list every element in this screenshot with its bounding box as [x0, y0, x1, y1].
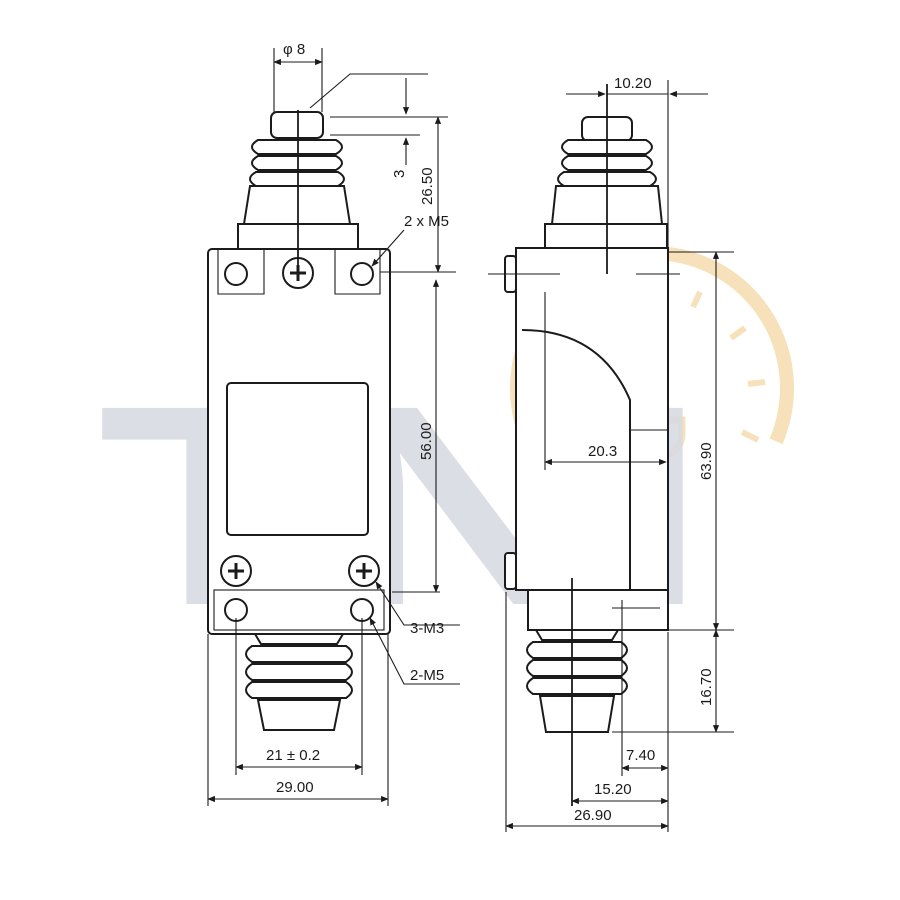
dim-width-29: 29.00 [207, 634, 389, 806]
front-view: φ 8 3 26.50 56.00 2 x M5 3-M3 [207, 41, 460, 806]
front-bottom-boot [245, 633, 353, 731]
dim-hole-spacing-label: 21 ± 0.2 [266, 747, 320, 764]
dim-side-bottom-height: 16.70 [612, 629, 734, 733]
front-hole-top-right [350, 262, 374, 286]
dim-height-26-50: 26.50 [380, 116, 456, 273]
dim-side-width-label: 26.90 [574, 807, 612, 824]
dim-side-d1-label: 7.40 [626, 747, 655, 764]
dim-stroke-3: 3 [309, 73, 448, 178]
dim-side-top-width: 10.20 [566, 75, 708, 248]
dim-phi8: φ 8 [273, 41, 323, 112]
dim-body-height-label: 56.00 [418, 422, 435, 460]
dim-side-top-width-label: 10.20 [614, 75, 652, 92]
dim-hole-spacing: 21 ± 0.2 [235, 618, 363, 775]
side-body [504, 247, 669, 631]
dim-side-inner: 20.3 [544, 292, 667, 470]
callout-screws-label: 3-M3 [410, 620, 444, 637]
dim-width-front-label: 29.00 [276, 779, 314, 796]
dim-height-top-label: 26.50 [419, 167, 436, 205]
front-hole-top-left [224, 262, 248, 286]
callout-top-holes-label: 2 x M5 [404, 213, 449, 230]
dim-side-inner-label: 20.3 [588, 443, 617, 460]
dim-side-height: 63.90 [668, 251, 734, 631]
side-plunger [544, 116, 668, 249]
callout-3-M3: 3-M3 [375, 581, 460, 637]
dim-side-height-label: 63.90 [698, 442, 715, 480]
dim-side-bottom-height-label: 16.70 [698, 668, 715, 706]
dim-side-width: 26.90 [505, 592, 669, 832]
callout-2xM5: 2 x M5 [371, 213, 449, 267]
callout-bottom-holes-label: 2-M5 [410, 667, 444, 684]
side-view: 10.20 20.3 63.90 16.70 7.40 15.20 [488, 75, 734, 832]
front-hole-bottom-right [350, 598, 374, 622]
front-hole-bottom-left [224, 598, 248, 622]
dim-side-d2-label: 15.20 [594, 781, 632, 798]
callout-2-M5: 2-M5 [369, 617, 460, 685]
side-bottom-boot [526, 629, 628, 733]
dim-phi8-label: φ 8 [283, 41, 305, 58]
dim-stroke-label: 3 [391, 170, 408, 178]
front-screw-left [220, 555, 252, 587]
dim-height-56: 56.00 [392, 279, 440, 593]
dim-side-15-20: 15.20 [571, 781, 669, 805]
front-screw-right [348, 555, 380, 587]
